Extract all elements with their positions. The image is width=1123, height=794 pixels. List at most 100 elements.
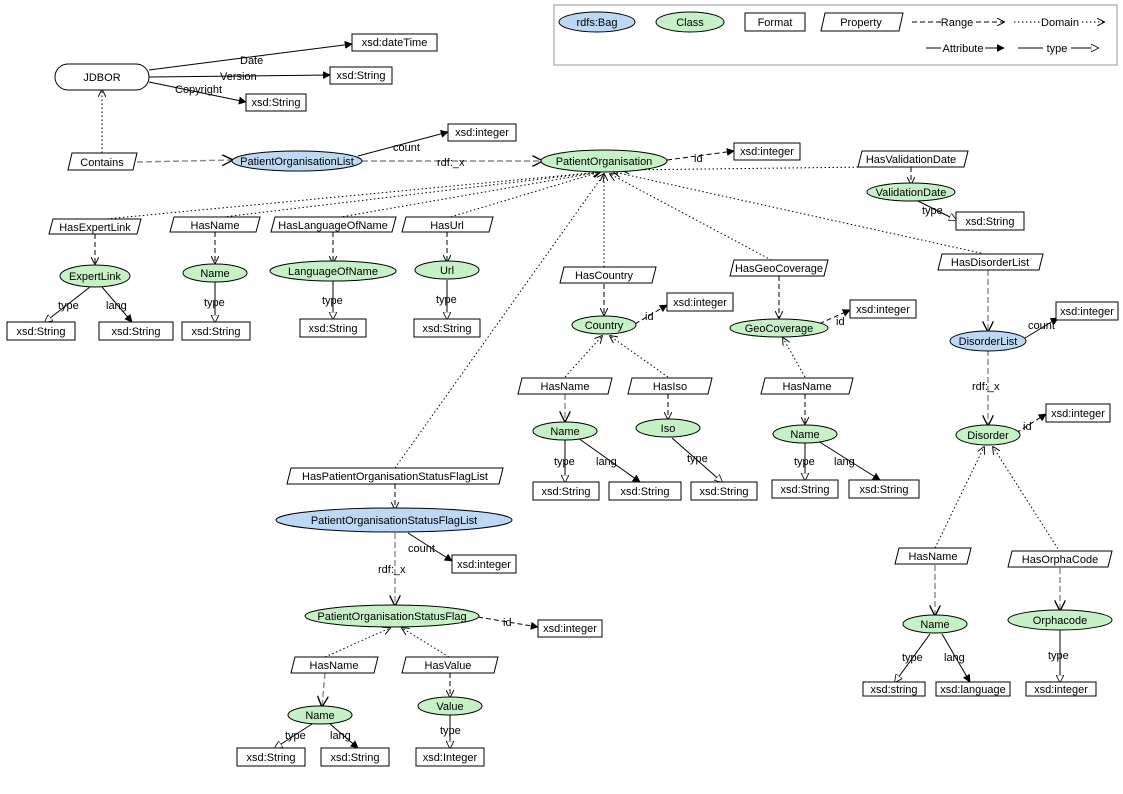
format-disorder-name-type[interactable] — [862, 681, 926, 697]
format-language-of-name-type[interactable] — [299, 318, 367, 338]
property-has-validation-date[interactable] — [857, 150, 969, 168]
format-name-1-type-label: xsd:String — [192, 326, 241, 338]
property-has-language-of-name-label: HasLanguageOfName — [278, 220, 387, 232]
format-country-id-int-label: xsd:integer — [673, 297, 727, 309]
class-status-flag[interactable] — [304, 604, 480, 628]
label-value-type: type — [440, 725, 461, 737]
property-has-url[interactable] — [401, 216, 494, 233]
class-patient-organisation[interactable] — [540, 149, 668, 173]
class-iso[interactable] — [635, 418, 701, 438]
format-country-id-int[interactable] — [666, 292, 734, 312]
property-contains[interactable] — [67, 152, 138, 171]
class-geo-coverage[interactable] — [729, 318, 829, 338]
format-expert-link-type[interactable] — [6, 321, 76, 341]
format-status-flag-list-count-int[interactable] — [451, 554, 517, 574]
class-language-of-name[interactable] — [269, 260, 397, 282]
format-copyright-string[interactable] — [245, 93, 307, 112]
label-po-id: id — [694, 153, 703, 165]
property-has-language-of-name[interactable] — [270, 216, 397, 233]
property-country-has-name[interactable] — [517, 377, 613, 395]
class-disorder[interactable] — [955, 424, 1021, 446]
property-has-name-1[interactable] — [169, 216, 261, 233]
format-version-string-label: xsd:String — [337, 70, 386, 82]
property-disorder-has-name[interactable] — [894, 547, 972, 565]
format-date-time[interactable] — [351, 33, 438, 52]
label-copyright: Copyright — [175, 84, 222, 96]
format-po-list-count-int[interactable] — [447, 123, 517, 142]
class-country-name[interactable] — [532, 421, 598, 441]
class-validation-date[interactable] — [866, 182, 956, 202]
edge-flag-name-range — [322, 672, 325, 706]
class-flag-name[interactable] — [287, 705, 353, 725]
legend-property-swatch — [820, 12, 904, 32]
edge-url-domain — [446, 172, 600, 219]
property-has-orpha-code[interactable] — [1007, 550, 1113, 568]
format-expert-link-lang[interactable] — [98, 321, 174, 341]
label-flag-name-type: type — [285, 730, 306, 742]
property-has-status-flag-list[interactable] — [286, 467, 504, 485]
class-expert-link[interactable] — [59, 264, 131, 288]
format-po-id-int[interactable] — [733, 142, 801, 161]
format-value-type-label: xsd:Integer — [423, 752, 478, 764]
bag-status-flag-list[interactable] — [275, 507, 513, 533]
format-date-time-label: xsd:dateTime — [362, 37, 428, 49]
bag-disorder-list-label: DisorderList — [959, 336, 1018, 348]
property-country-has-name-label: HasName — [541, 381, 590, 393]
root-node[interactable] — [54, 63, 150, 91]
class-url[interactable] — [414, 260, 480, 280]
format-value-type[interactable] — [415, 747, 485, 767]
format-country-name-type[interactable] — [532, 481, 600, 501]
label-statusflaglist-rdfx: rdf:_x — [378, 564, 406, 576]
property-has-country[interactable] — [559, 266, 657, 284]
class-orphacode[interactable] — [1007, 609, 1113, 631]
format-expert-link-lang-label: xsd:String — [112, 326, 161, 338]
edge-expertlink-domain — [94, 172, 600, 221]
property-country-has-iso[interactable] — [627, 377, 713, 395]
edge-disorderlist-domain — [614, 172, 986, 255]
format-geo-name-lang[interactable] — [848, 479, 920, 499]
class-name-1[interactable] — [182, 263, 248, 283]
edge-country-name-lang — [577, 437, 641, 483]
edge-po-id — [666, 147, 735, 161]
property-flag-has-name[interactable] — [290, 656, 379, 674]
legend-type-bg — [1043, 42, 1071, 53]
edge-geo-name-lang — [817, 440, 881, 481]
format-orphacode-type-label: xsd:integer — [1034, 684, 1088, 696]
format-orphacode-type[interactable] — [1025, 681, 1097, 697]
property-flag-has-value[interactable] — [401, 656, 499, 674]
class-disorder-name[interactable] — [902, 614, 968, 634]
format-version-string[interactable] — [329, 66, 393, 85]
format-geo-id-int[interactable] — [849, 299, 917, 319]
bag-disorder-list[interactable] — [949, 330, 1027, 352]
property-has-expert-link[interactable] — [48, 218, 142, 235]
class-geo-name[interactable] — [772, 424, 838, 444]
format-disorder-list-count-int-label: xsd:integer — [1060, 306, 1114, 318]
format-disorder-list-count-int[interactable] — [1055, 301, 1119, 321]
class-flag-name-label: Name — [305, 710, 334, 722]
format-validation-date-string[interactable] — [955, 211, 1025, 231]
property-has-disorder-list[interactable] — [937, 253, 1044, 271]
format-disorder-id-int[interactable] — [1045, 403, 1111, 423]
class-patient-organisation-label: PatientOrganisation — [556, 156, 653, 168]
format-geo-name-type[interactable] — [771, 479, 839, 499]
format-iso-type-label: xsd:String — [700, 486, 749, 498]
legend-range-bg — [941, 16, 973, 27]
bag-patient-organisation-list[interactable] — [231, 150, 363, 172]
format-url-type[interactable] — [413, 318, 481, 338]
class-value[interactable] — [417, 696, 483, 716]
format-validation-date-string-label: xsd:String — [966, 216, 1015, 228]
format-disorder-name-lang[interactable] — [935, 681, 1011, 697]
class-status-flag-label: PatientOrganisationStatusFlag — [317, 611, 466, 623]
property-has-geo-coverage[interactable] — [729, 259, 829, 277]
format-name-1-type[interactable] — [181, 321, 251, 341]
class-country[interactable] — [571, 315, 637, 335]
format-country-name-lang[interactable] — [608, 481, 682, 501]
format-status-flag-id-int[interactable] — [537, 619, 603, 638]
format-flag-name-type[interactable] — [236, 747, 306, 767]
format-iso-type[interactable] — [690, 481, 758, 501]
format-flag-name-lang[interactable] — [320, 747, 390, 767]
label-url-type: type — [436, 294, 457, 306]
property-geo-has-name[interactable] — [760, 377, 854, 395]
label-disorder-id: id — [1023, 421, 1032, 433]
